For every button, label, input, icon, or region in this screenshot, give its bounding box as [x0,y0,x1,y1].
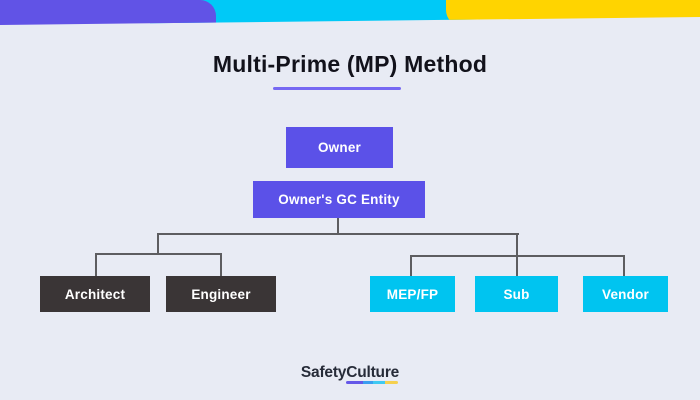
node-sub-label: Sub [503,286,530,302]
connector-left-drop [157,233,159,255]
node-gc-entity-label: Owner's GC Entity [278,192,400,207]
title-underline [273,87,401,90]
ribbon-purple-shape [0,0,216,25]
node-mep-fp: MEP/FP [370,276,455,312]
node-owner: Owner [286,127,393,168]
connector-engineer-drop [220,253,222,276]
connector-sub-drop [516,233,518,276]
footer: SafetyCulture [0,364,700,384]
node-architect-label: Architect [64,286,126,302]
node-vendor-label: Vendor [602,286,649,302]
connector-gc-drop [337,218,339,235]
ribbon-yellow-shape [446,0,700,25]
page-title: Multi-Prime (MP) Method [212,51,488,77]
safetyculture-logo: SafetyCulture [300,364,400,384]
node-mep-fp-label: MEP/FP [386,286,439,302]
connector-mepfp-drop [410,255,412,276]
safetyculture-logo-underline [346,381,399,384]
node-gc-entity: Owner's GC Entity [253,181,425,218]
node-engineer: Engineer [166,276,276,312]
connector-left-brace [95,253,222,255]
node-sub: Sub [475,276,558,312]
logo-underline-purple-segment [346,381,363,384]
node-owner-label: Owner [317,140,361,155]
node-vendor: Vendor [583,276,668,312]
logo-underline-yellow-segment [384,381,399,384]
logo-underline-cyan-segment [373,381,385,384]
node-architect: Architect [40,276,150,312]
safetyculture-logo-text: SafetyCulture [300,364,400,381]
connector-vendor-drop [623,255,625,276]
connector-architect-drop [95,253,97,276]
connector-right-brace [410,255,625,257]
connector-main-rail [157,233,519,235]
top-ribbon [0,0,700,25]
logo-underline-blue-segment [362,381,374,384]
node-engineer-label: Engineer [191,286,251,302]
